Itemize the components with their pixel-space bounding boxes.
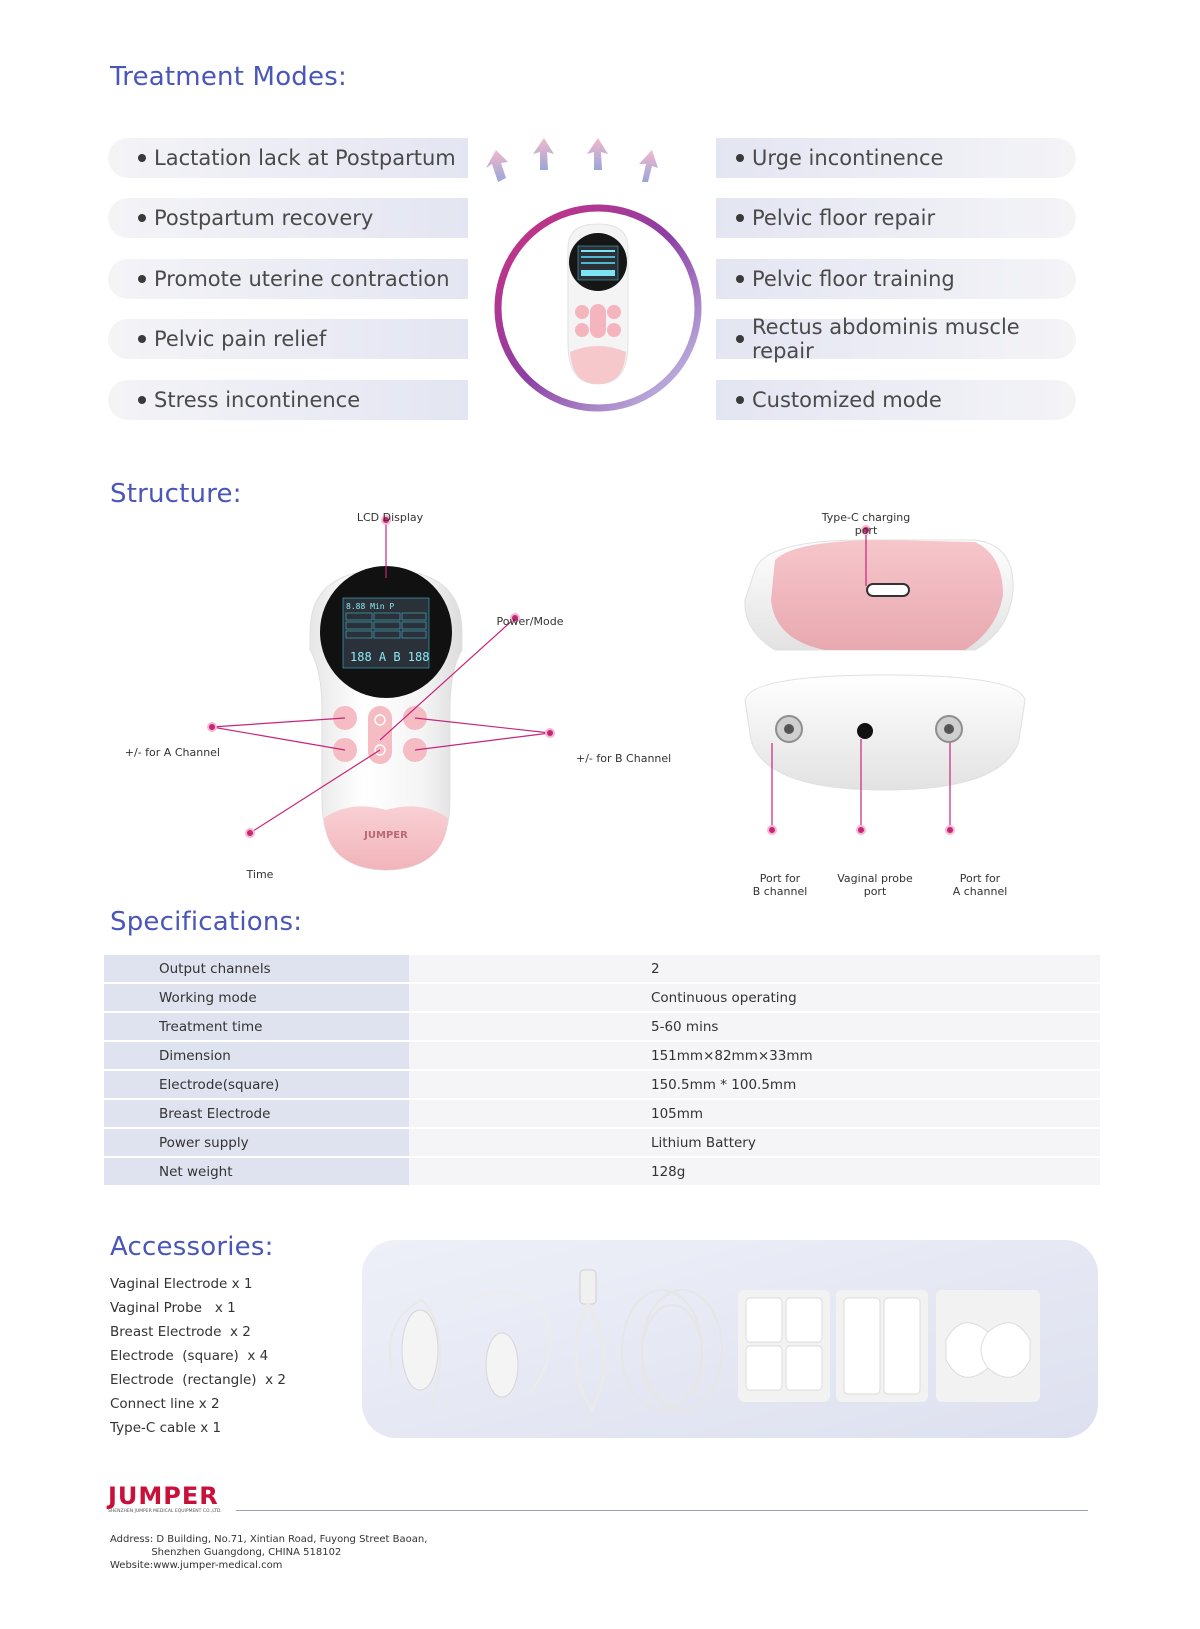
- type-c-label: Type-C charging port: [821, 511, 911, 537]
- list-item: Electrode (square) x 4: [110, 1348, 269, 1364]
- bullet-icon: [736, 214, 744, 222]
- vaginal-probe-label: Vaginal probe port: [837, 872, 913, 898]
- list-item: Type-C cable x 1: [110, 1420, 222, 1436]
- accessories-title: Accessories:: [110, 1232, 274, 1262]
- treatment-mode-item: Promote uterine contraction: [108, 259, 468, 299]
- vaginal-probe-icon: [471, 1291, 551, 1398]
- specifications-title: Specifications:: [110, 907, 303, 937]
- device-ports-diagram: [744, 525, 1026, 835]
- company-name: SHENZHEN JUMPER MEDICAL EQUIPMENT CO.,LT…: [108, 1509, 222, 1514]
- bullet-icon: [736, 154, 744, 162]
- treatment-mode-item: Lactation lack at Postpartum: [108, 138, 468, 178]
- type-c-port: [866, 583, 910, 597]
- device-front-diagram: JUMPER 8.88 Min P 188 A B 188: [207, 515, 555, 871]
- treatment-mode-item: Postpartum recovery: [108, 198, 468, 238]
- bullet-icon: [138, 275, 146, 283]
- power-mode-label: Power/Mode: [496, 615, 564, 628]
- device-bottom-view: [744, 674, 1026, 791]
- accessories-list: Vaginal Electrode x 1 Vaginal Probe x 1 …: [110, 1272, 286, 1440]
- vaginal-probe-port: [857, 723, 873, 739]
- list-item: Vaginal Electrode x 1: [110, 1276, 253, 1292]
- type-c-cable-icon: [574, 1269, 606, 1414]
- time-label: Time: [246, 868, 274, 881]
- port-b-label: Port for B channel: [752, 872, 808, 898]
- device-body: JUMPER 8.88 Min P 188 A B 188: [309, 566, 463, 871]
- screen-top-readout: 8.88 Min P: [346, 602, 394, 611]
- arrow-up-icon: [587, 138, 608, 170]
- b-channel-label: +/- for B Channel: [576, 752, 672, 765]
- list-item: Breast Electrode x 2: [110, 1324, 251, 1340]
- mini-device: [567, 223, 629, 385]
- square-electrode-icon: [738, 1290, 830, 1402]
- arrow-up-icon: [639, 150, 658, 182]
- structure-title: Structure:: [110, 479, 242, 509]
- arrow-up-icon: [533, 138, 554, 170]
- footer-address-line2: Shenzhen Guangdong, CHINA 518102: [110, 1547, 342, 1558]
- time-icon[interactable]: [374, 744, 386, 756]
- accessories-photo: [362, 1240, 1098, 1438]
- breast-electrode-icon: [936, 1290, 1040, 1402]
- list-item: Vaginal Probe x 1: [110, 1300, 236, 1316]
- device-top-view: [744, 539, 1014, 651]
- a-channel-label: +/- for A Channel: [124, 746, 220, 759]
- bullet-icon: [138, 335, 146, 343]
- table-row: Electrode(square)150.5mm * 100.5mm: [104, 1071, 1100, 1098]
- company-logo: JUMPER: [108, 1482, 219, 1510]
- connect-line-icon: [621, 1289, 723, 1411]
- treatment-mode-item: Customized mode: [716, 380, 1076, 420]
- treatment-mode-item: Rectus abdominis muscle repair: [716, 315, 1076, 363]
- bullet-icon: [736, 275, 744, 283]
- treatment-mode-item: Pelvic floor training: [716, 259, 1076, 299]
- footer-website: Website:www.jumper-medical.com: [110, 1560, 283, 1571]
- bullet-icon: [138, 154, 146, 162]
- bullet-icon: [736, 396, 744, 404]
- footer-divider: [236, 1510, 1088, 1511]
- port-a-label: Port for A channel: [952, 872, 1008, 898]
- treatment-mode-item: Stress incontinence: [108, 380, 468, 420]
- treatment-mode-item: Pelvic floor repair: [716, 198, 1076, 238]
- lcd-display-label: LCD Display: [356, 511, 424, 524]
- bullet-icon: [138, 214, 146, 222]
- footer-address-line1: Address: D Building, No.71, Xintian Road…: [110, 1534, 428, 1545]
- device-brand: JUMPER: [363, 830, 408, 841]
- bullet-icon: [138, 396, 146, 404]
- power-icon[interactable]: [374, 714, 386, 726]
- treatment-mode-item: Urge incontinence: [716, 138, 1076, 178]
- list-item: Electrode (rectangle) x 2: [110, 1372, 286, 1388]
- bullet-icon: [736, 335, 744, 343]
- arrow-up-icon: [486, 150, 508, 182]
- screen-readout: 188 A B 188: [350, 650, 429, 664]
- rectangle-electrode-icon: [836, 1290, 928, 1402]
- treatment-modes-title: Treatment Modes:: [110, 62, 347, 92]
- treatment-device-illustration: [486, 138, 702, 412]
- treatment-mode-item: Pelvic pain relief: [108, 319, 468, 359]
- list-item: Connect line x 2: [110, 1396, 220, 1412]
